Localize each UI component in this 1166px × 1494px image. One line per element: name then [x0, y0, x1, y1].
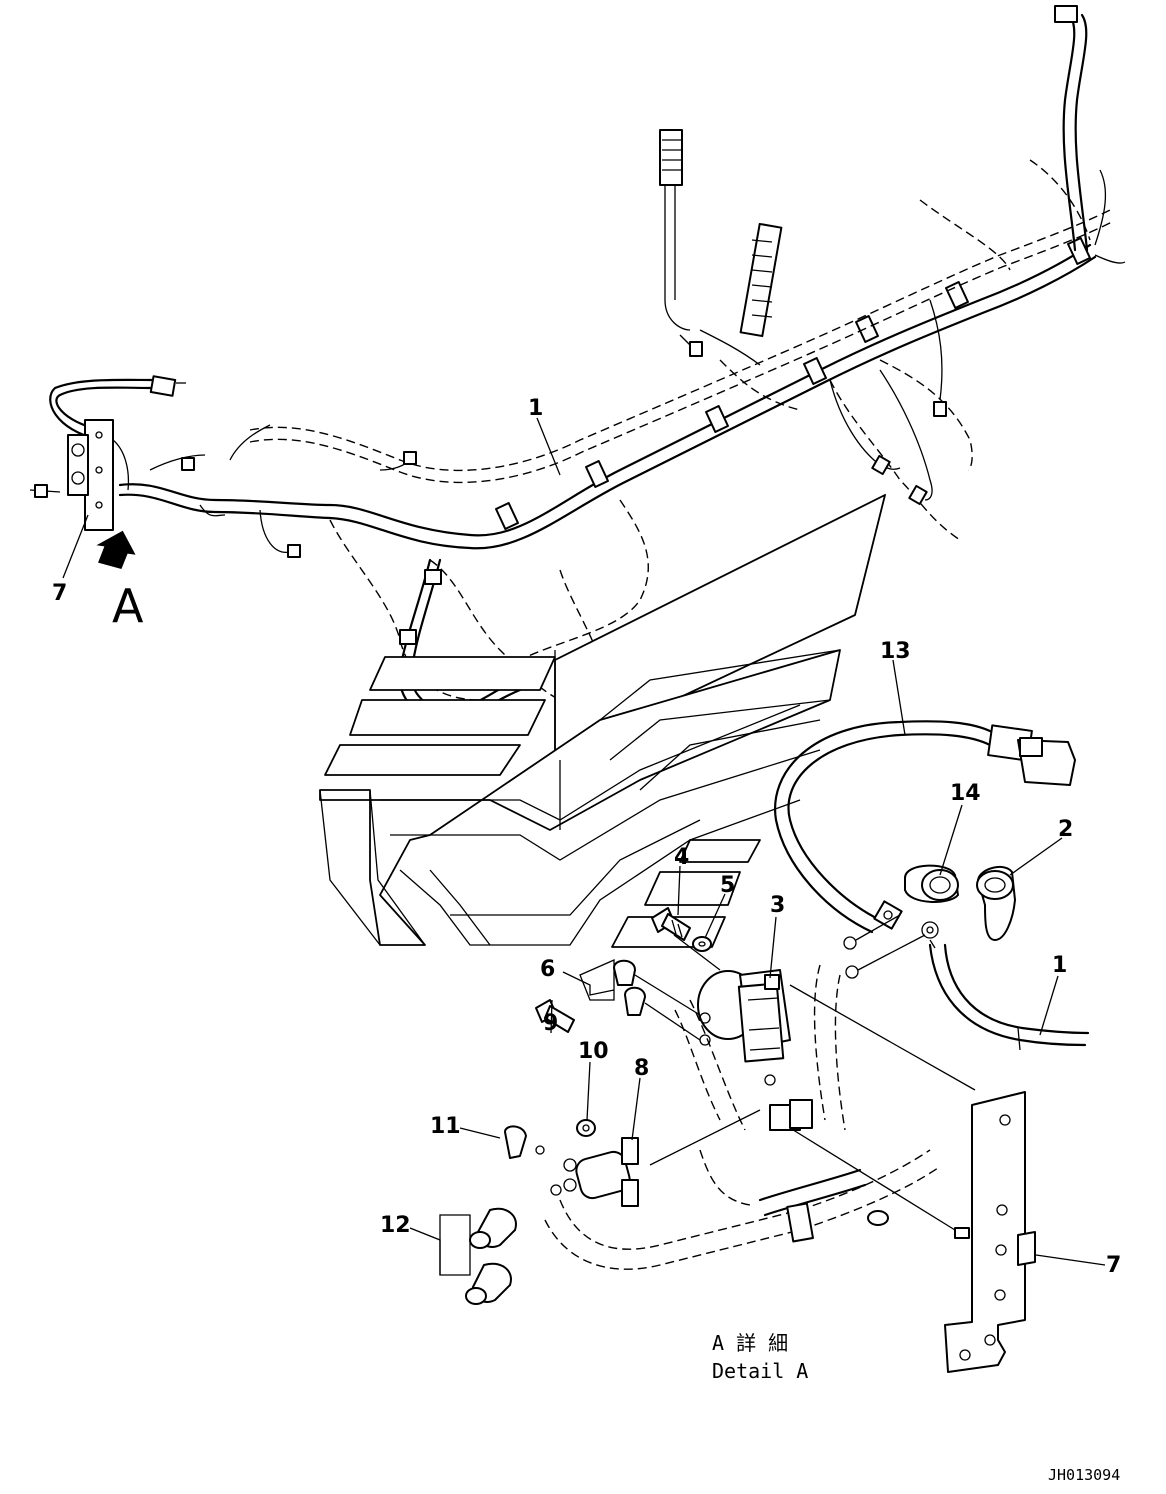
callout-1-right: 1 [1052, 953, 1067, 978]
detail-a-assembly [465, 720, 1090, 1373]
detail-caption: A 詳 細 Detail A [712, 1331, 808, 1383]
main-wiring-harness [29, 5, 1126, 722]
callout-8: 8 [634, 1056, 649, 1081]
callout-14: 14 [950, 781, 981, 806]
callout-13: 13 [880, 639, 911, 664]
callout-7-right: 7 [1106, 1253, 1121, 1278]
callout-7-left: 7 [52, 581, 67, 606]
callout-2: 2 [1058, 817, 1073, 842]
callout-11: 11 [430, 1114, 461, 1139]
left-bracket-assembly [67, 419, 130, 531]
callout-1-top: 1 [528, 396, 543, 421]
callout-6: 6 [540, 957, 555, 982]
callout-4: 4 [674, 845, 689, 870]
callout-leaders [62, 417, 1106, 1276]
callout-5: 5 [720, 873, 735, 898]
drawing-code: JH013094 [1048, 1466, 1120, 1484]
view-arrow [96, 530, 136, 569]
cab-panel [319, 493, 886, 948]
callout-3: 3 [770, 893, 785, 918]
view-marker-label: A [112, 579, 144, 633]
detail-caption-jp: A 詳 細 [712, 1331, 788, 1355]
callout-9: 9 [543, 1011, 558, 1036]
callout-10: 10 [578, 1039, 609, 1064]
callout-labels: 1 7 13 14 2 4 5 3 6 1 9 10 8 11 12 7 [52, 396, 1121, 1278]
detail-caption-en: Detail A [712, 1359, 808, 1383]
callout-12: 12 [380, 1213, 411, 1238]
